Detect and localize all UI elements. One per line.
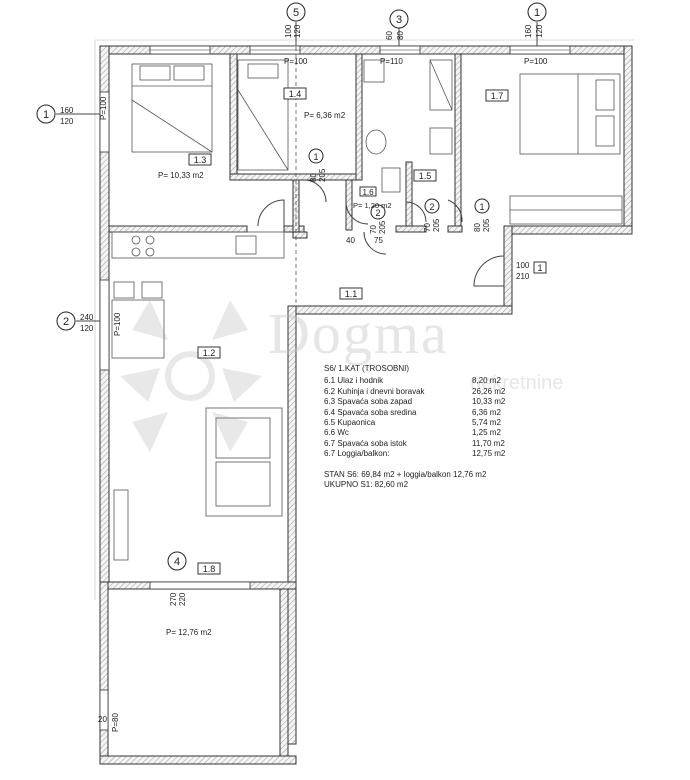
svg-text:160: 160	[60, 106, 74, 115]
room-1-3: 1.3	[194, 155, 207, 165]
svg-text:80: 80	[309, 173, 318, 182]
svg-text:80: 80	[396, 31, 405, 40]
svg-text:P=100: P=100	[99, 96, 108, 120]
axis-1-left: 1	[36, 104, 100, 124]
svg-text:220: 220	[178, 592, 187, 606]
svg-text:P=80: P=80	[111, 713, 120, 732]
room-1-7: 1.7	[491, 91, 504, 101]
svg-text:100: 100	[284, 24, 293, 38]
door-markers: 1 2 2 1	[308, 148, 490, 220]
svg-text:20: 20	[98, 715, 107, 724]
svg-text:240: 240	[80, 313, 94, 322]
table-row: 6.7 Loggia/balkon:12,75 m2	[324, 449, 506, 459]
svg-text:120: 120	[60, 117, 74, 126]
area-1-6: P= 1,20 m2	[353, 201, 392, 210]
svg-text:270: 270	[169, 592, 178, 606]
svg-text:80: 80	[473, 223, 482, 232]
svg-text:1: 1	[313, 152, 318, 162]
watermark-logo: Dogma	[268, 301, 449, 366]
room-1-5: 1.5	[419, 171, 432, 181]
svg-text:205: 205	[378, 220, 387, 234]
svg-text:1: 1	[479, 202, 484, 212]
axis-2-left: 2	[56, 311, 100, 331]
axis-label: 1	[43, 109, 49, 121]
total-overall: UKUPNO S1: 82,60 m2	[324, 480, 409, 490]
door-swings	[257, 179, 505, 287]
room-1-6: 1.6	[362, 188, 374, 197]
axis-label: 4	[174, 556, 180, 568]
svg-text:205: 205	[482, 218, 491, 232]
svg-text:P=100: P=100	[284, 57, 308, 66]
svg-text:2: 2	[429, 202, 434, 212]
watermark-subtitle: nekretnine	[470, 372, 564, 394]
watermark-emblem	[120, 300, 262, 452]
table-title: S6/ 1.KAT (TROSOBNI)	[324, 364, 410, 373]
room-1-4: 1.4	[289, 89, 302, 99]
svg-text:120: 120	[293, 24, 302, 38]
svg-text:160: 160	[524, 24, 533, 38]
furniture	[111, 59, 623, 561]
room-1-2: 1.2	[203, 348, 216, 358]
svg-text:70: 70	[369, 225, 378, 234]
svg-text:205: 205	[432, 218, 441, 232]
axis-label: 1	[534, 7, 540, 19]
svg-text:40: 40	[346, 236, 355, 245]
axis-1-top: 1	[527, 2, 547, 46]
area-labels: P= 10,33 m2 P= 6,36 m2 P= 1,20 m2 P= 12,…	[158, 111, 392, 637]
svg-text:120: 120	[535, 24, 544, 38]
room-1-1: 1.1	[345, 289, 358, 299]
axis-label: 3	[396, 14, 402, 26]
svg-text:205: 205	[318, 168, 327, 182]
axis-4-bottom: 4	[167, 551, 187, 571]
svg-text:2: 2	[375, 208, 380, 218]
svg-text:P=100: P=100	[524, 57, 548, 66]
svg-text:120: 120	[80, 324, 94, 333]
windows	[99, 45, 571, 731]
area-1-8: P= 12,76 m2	[166, 628, 212, 637]
room-1-8: 1.8	[203, 564, 216, 574]
axis-3-top: 3	[389, 9, 409, 46]
axis-label: 2	[63, 316, 69, 328]
room-labels: 1.3 1.4 1.5 1.6 1.7 1.1 1.2 1.8 1	[188, 87, 547, 575]
area-1-4: P= 6,36 m2	[304, 111, 346, 120]
total-apartment: STAN S6: 69,84 m2 + loggia/balkon 12,76 …	[324, 469, 487, 479]
axis-label: 5	[293, 7, 299, 19]
interior-walls	[108, 53, 463, 239]
axis-5-top: 5	[286, 2, 306, 46]
area-1-3: P= 10,33 m2	[158, 171, 204, 180]
svg-text:60: 60	[385, 31, 394, 40]
opening-labels: P=100 P=110 P=100 P=100 P=100 P=80	[99, 57, 548, 732]
svg-text:75: 75	[374, 236, 383, 245]
dimensions: 100 120 60 80 160 120 160 120 240 120 80…	[60, 24, 544, 724]
svg-text:1: 1	[537, 263, 542, 273]
svg-text:100: 100	[516, 261, 530, 270]
svg-text:P=100: P=100	[113, 312, 122, 336]
svg-text:70: 70	[423, 223, 432, 232]
svg-text:210: 210	[516, 272, 530, 281]
svg-text:P=110: P=110	[380, 57, 403, 66]
